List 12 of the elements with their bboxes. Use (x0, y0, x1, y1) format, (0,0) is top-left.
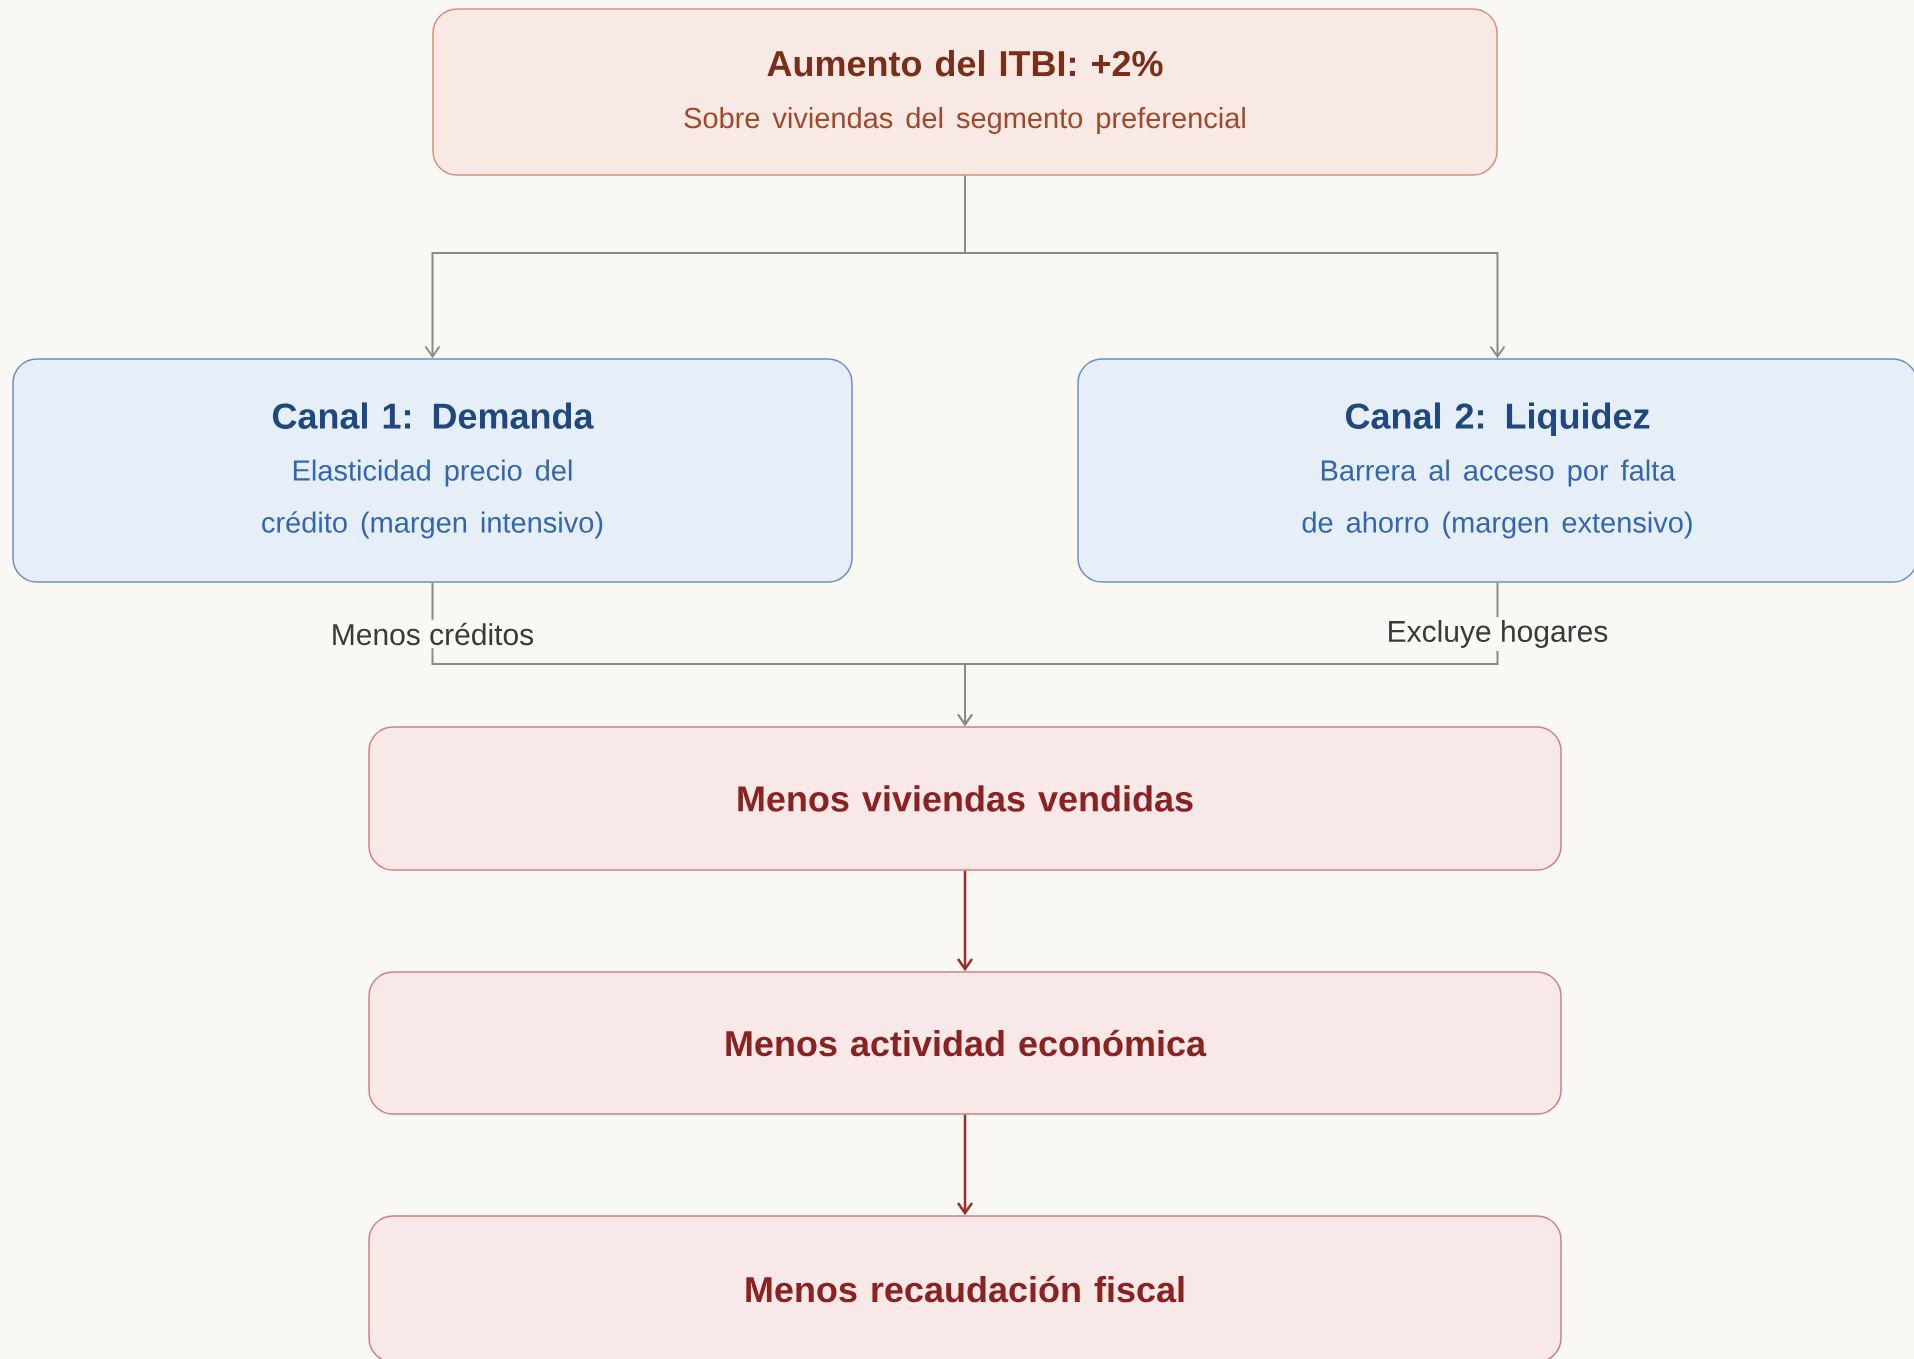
edge-label: Excluye hogares (1383, 617, 1612, 651)
arrow (957, 581, 1499, 727)
channel-box: Canal 2: Liquidez Barrera al acceso por falta de ahorro (margen extensivo) (1077, 358, 1914, 583)
arrow (957, 1114, 974, 1216)
edge-label: Menos créditos (327, 619, 538, 649)
channel-box: Canal 1: Demanda Elasticidad precio del crédito (margen intensivo) (12, 358, 853, 583)
effect-box: Menos viviendas vendidas (368, 726, 1562, 871)
effect-box: Menos recaudación fiscal (368, 1215, 1562, 1359)
arrow (957, 870, 974, 972)
effect-box: Menos actividad económica (368, 971, 1562, 1115)
arrow (964, 174, 1506, 359)
cause-box: Aumento del ITBI: +2% Sobre viviendas del segmento preferencial (432, 8, 1498, 176)
